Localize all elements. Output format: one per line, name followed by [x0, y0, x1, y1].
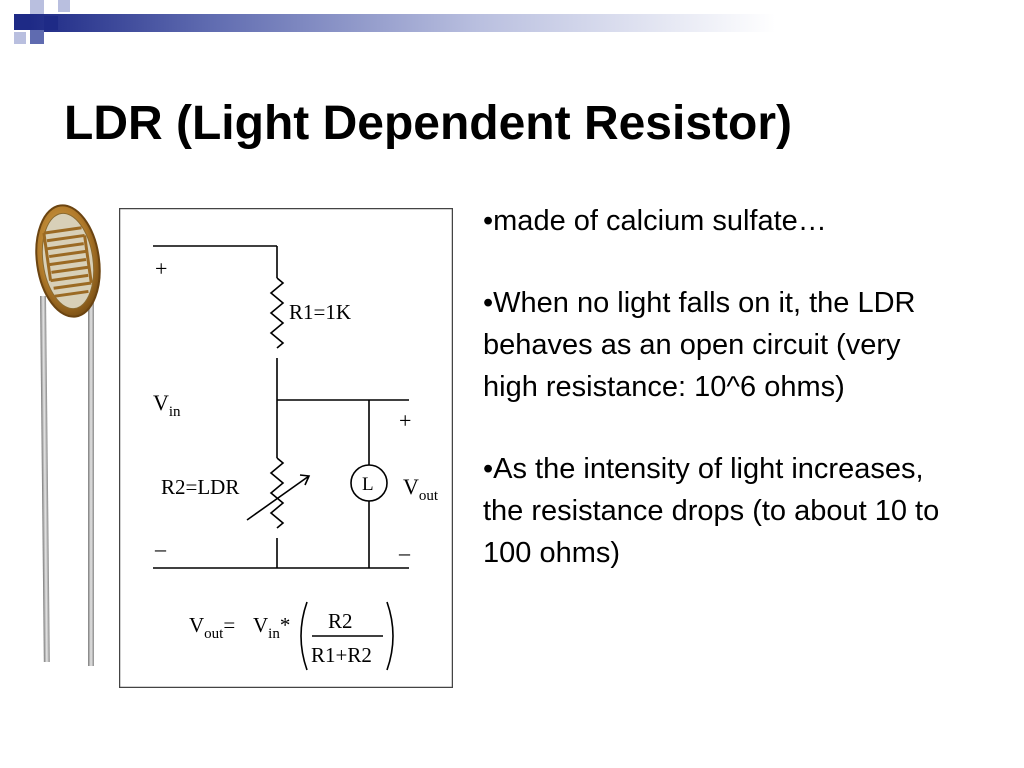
- vin-plus-sign: +: [155, 256, 167, 281]
- r1-label: R1=1K: [289, 300, 351, 324]
- decor-square: [14, 32, 26, 44]
- header-gradient-bar: [30, 14, 1024, 32]
- decor-square: [30, 0, 44, 14]
- formula-denominator: R1+R2: [311, 643, 372, 667]
- slide-title: LDR (Light Dependent Resistor): [64, 97, 792, 150]
- bullet-item: •made of calcium sulfate…: [483, 205, 827, 237]
- decor-square: [14, 14, 30, 30]
- vout-plus-sign: +: [399, 408, 411, 433]
- vout-label: Vout: [403, 474, 439, 504]
- voltage-divider-circuit: + – + – R1=1K R2=LDR Vin Vout L Vout= Vi…: [119, 208, 453, 688]
- bullet-list: •made of calcium sulfate… •When no light…: [483, 200, 953, 614]
- ldr-component-image: [35, 204, 101, 666]
- vin-minus-sign: –: [154, 536, 167, 561]
- r2-ldr-symbol: [269, 457, 285, 529]
- decor-square: [44, 16, 58, 30]
- formula-numerator: R2: [328, 609, 353, 633]
- vin-label: Vin: [153, 390, 181, 420]
- formula-lhs: Vout=: [189, 613, 235, 642]
- bullet-item: •As the intensity of light increases, th…: [483, 453, 940, 569]
- bullet-item: •When no light falls on it, the LDR beha…: [483, 287, 916, 403]
- vout-minus-sign: –: [398, 540, 411, 565]
- r1-resistor-symbol: [269, 277, 285, 349]
- decor-square: [58, 0, 70, 12]
- r2-label: R2=LDR: [161, 475, 239, 499]
- load-label: L: [362, 474, 374, 495]
- formula-vin: Vin*: [253, 613, 290, 642]
- decor-square: [30, 30, 44, 44]
